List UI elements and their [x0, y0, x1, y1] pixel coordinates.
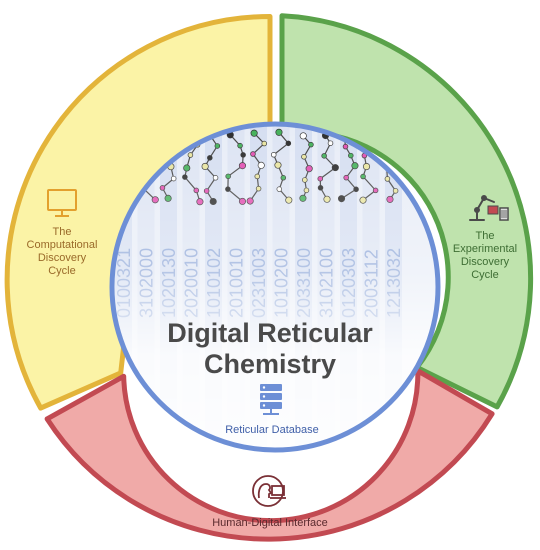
monitor-icon — [47, 189, 77, 217]
experimental-label-line1: The — [476, 230, 495, 242]
computational-label-line2: Computational — [27, 239, 98, 251]
computational-label-line3: Discovery — [38, 252, 87, 264]
experimental-label-line3: Discovery — [461, 256, 510, 268]
experimental-label-line2: Experimental — [453, 243, 517, 255]
experimental-cycle-segment — [279, 13, 534, 410]
center-title-line1: Digital Reticular — [167, 318, 373, 348]
human-interface-segment — [44, 368, 495, 542]
computational-label-line1: The — [53, 226, 72, 238]
human-computer-icon — [252, 475, 286, 507]
computational-label-line4: Cycle — [48, 265, 76, 277]
database-label: Reticular Database — [225, 424, 319, 436]
robot-arm-icon — [469, 195, 509, 221]
database-icon — [260, 384, 282, 415]
center-title-line2: Chemistry — [204, 349, 336, 379]
experimental-label-line4: Cycle — [471, 269, 499, 281]
human-interface-label: Human-Digital Interface — [212, 517, 328, 529]
